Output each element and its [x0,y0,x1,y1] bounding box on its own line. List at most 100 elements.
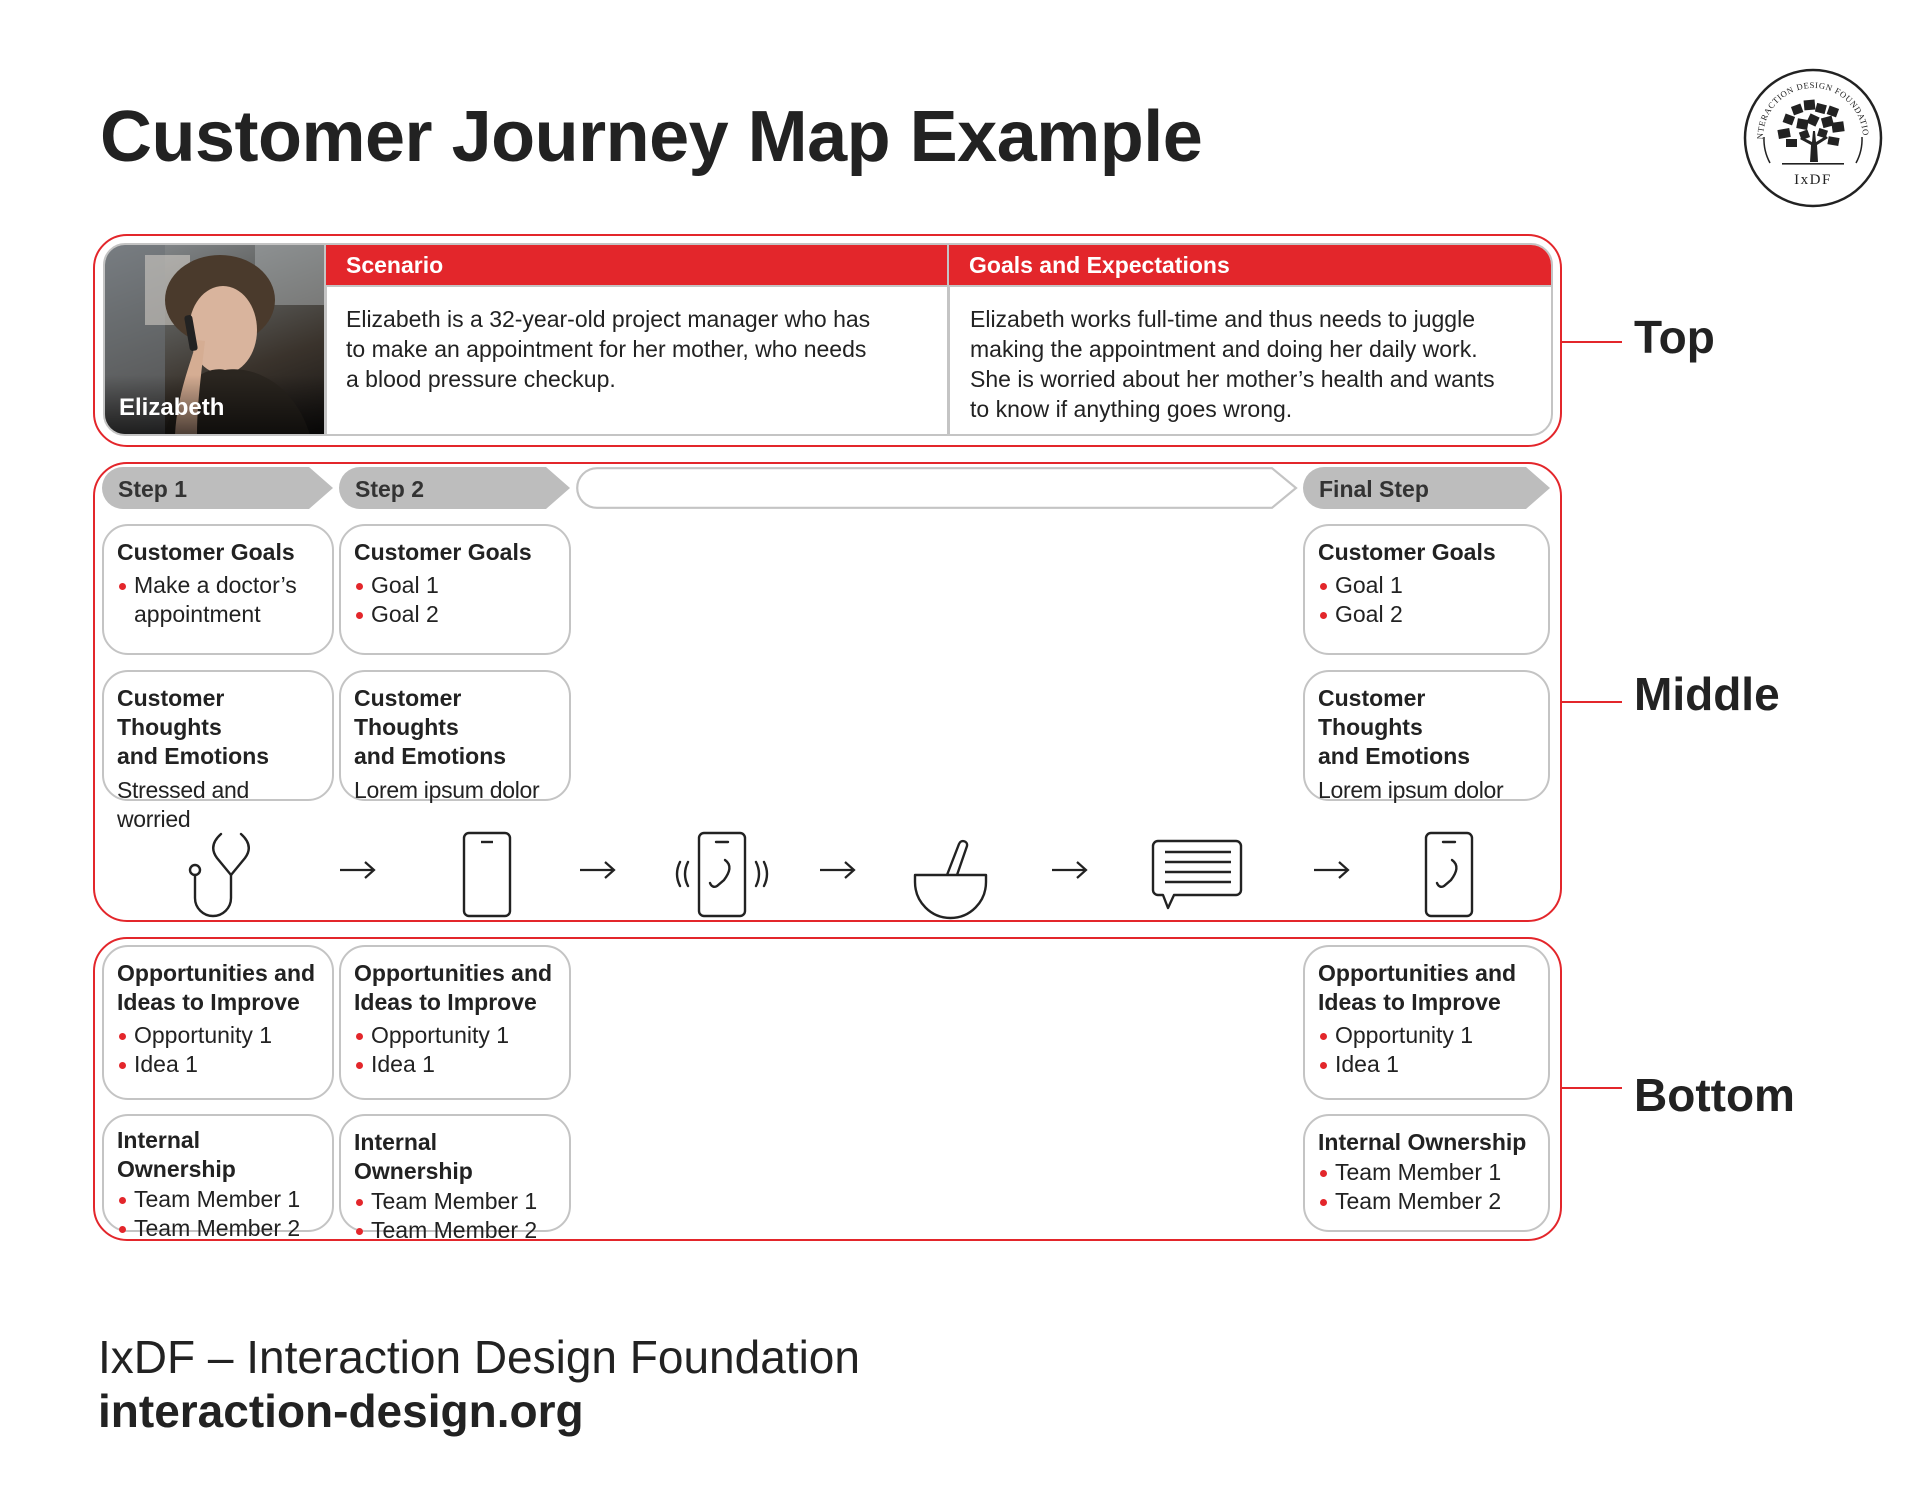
goals-expectations-header: Goals and Expectations [949,245,1551,285]
internal-ownership-card-final-step: Internal Ownership Team Member 1 Team Me… [1303,1114,1550,1232]
arrow-icon [580,861,616,879]
idea-item: Idea 1 [354,1050,556,1079]
thoughts-emotions-card-final-step: Customer Thoughts and Emotions Lorem ipsu… [1303,670,1550,803]
card-title: Internal Ownership [117,1127,236,1182]
idea-item: Idea 1 [117,1050,319,1079]
footer-website-link[interactable]: interaction-design.org [98,1385,584,1437]
ixdf-logo: INTERACTION DESIGN FOUNDATION IxDF [1742,67,1883,208]
bottom-section-frame [93,937,1562,1241]
scenario-text: Elizabeth is a 32-year-old project manag… [346,304,936,394]
card-title: Customer Thoughts and Emotions [354,684,556,771]
card-title-line: Opportunities and [117,960,316,986]
bottom-label: Bottom [1634,1069,1795,1121]
persona-card: Elizabeth Scenario Elizabeth is a 32-yea… [103,243,1553,436]
step-label: Step 2 [355,476,425,502]
card-title: Internal Ownership [1318,1129,1527,1155]
empty-steps-placeholder-arrow [576,467,1298,509]
step-2-arrow[interactable]: Step 2 [339,467,571,509]
opportunities-list: Opportunity 1 Idea 1 [354,1021,556,1079]
persona-photo: Elizabeth [105,245,324,434]
goal-item: Goal 2 [354,600,556,629]
final-step-arrow[interactable]: Final Step [1303,467,1551,509]
card-title: Customer Goals [354,539,532,565]
scenario-line: Elizabeth is a 32-year-old project manag… [346,306,871,332]
card-title: Internal Ownership [354,1129,473,1184]
card-title: Customer Thoughts and Emotions [1318,684,1535,771]
card-title-line: and Emotions [117,743,270,769]
goal-item: Make a doctor’s appointment [117,571,319,629]
goals-line: making the appointment and doing her dai… [970,336,1478,362]
arrow-icon [340,861,376,879]
scenario-header: Scenario [326,245,947,285]
customer-goals-card-final-step: Customer Goals Goal 1 Goal 2 [1303,524,1550,655]
goal-item: Goal 2 [1318,600,1535,629]
arrow-icon [820,861,856,879]
message-bubble-icon [1151,839,1243,910]
customer-goals-card-step-2: Customer Goals Goal 1 Goal 2 [339,524,571,655]
persona-name: Elizabeth [119,394,225,421]
arrow-icon [1314,861,1350,879]
top-label: Top [1634,311,1715,363]
card-title: Customer Goals [1318,539,1496,565]
opportunities-list: Opportunity 1 Idea 1 [1318,1021,1535,1079]
step-label: Step 1 [118,476,188,502]
card-title-line: Opportunities and [1318,960,1517,986]
step-1-arrow[interactable]: Step 1 [102,467,334,509]
opportunity-item: Opportunity 1 [1318,1021,1535,1050]
idea-item: Idea 1 [1318,1050,1535,1079]
owners-list: Team Member 1 Team Member 2 [117,1185,319,1243]
goals-list: Goal 1 Goal 2 [354,571,556,629]
thoughts-text: Lorem ipsum dolor [354,777,540,803]
thoughts-emotions-card-step-2: Customer Thoughts and Emotions Lorem ipsu… [339,670,571,803]
arrow-icon [1052,861,1088,879]
owner-item: Team Member 1 [117,1185,319,1214]
bottom-connector [1562,1087,1622,1089]
middle-section-frame [93,462,1562,922]
logo-mark: IxDF [1794,172,1832,188]
card-title-line: and Emotions [1318,743,1471,769]
thoughts-text: Lorem ipsum dolor [1318,777,1504,803]
goals-line: to know if anything goes wrong. [970,396,1293,422]
goals-line: Elizabeth works full-time and thus needs… [970,306,1476,332]
opportunity-item: Opportunity 1 [117,1021,319,1050]
goal-item: Goal 1 [354,571,556,600]
card-title-line: Customer Thoughts [354,685,462,740]
thoughts-text: Stressed and worried [117,777,249,832]
top-section-frame [93,234,1562,447]
scenario-line: to make an appointment for her mother, w… [346,336,867,362]
page-title: Customer Journey Map Example [100,97,1203,177]
step-label: Final Step [1319,476,1429,502]
smartphone-icon [462,831,512,918]
middle-connector [1562,701,1622,703]
owner-item: Team Member 2 [117,1214,319,1243]
owners-list: Team Member 1 Team Member 2 [1318,1158,1535,1216]
internal-ownership-card-step-2: Internal Ownership Team Member 1 Team Me… [339,1114,571,1243]
internal-ownership-card-step-1: Internal Ownership Team Member 1 Team Me… [102,1114,334,1241]
scenario-line: a blood pressure checkup. [346,366,616,392]
opportunity-item: Opportunity 1 [354,1021,556,1050]
owners-list: Team Member 1 Team Member 2 [354,1187,556,1245]
customer-goals-card-step-1: Customer Goals Make a doctor’s appointme… [102,524,334,655]
phone-call-icon [1424,831,1474,918]
goal-item: Goal 1 [1318,571,1535,600]
card-title-line: and Emotions [354,743,507,769]
owner-item: Team Member 2 [1318,1187,1535,1216]
owner-item: Team Member 1 [1318,1158,1535,1187]
card-title-line: Ideas to Improve [1318,989,1501,1015]
card-title-line: Opportunities and [354,960,553,986]
opportunities-list: Opportunity 1 Idea 1 [117,1021,319,1079]
card-title-line: Ideas to Improve [354,989,537,1015]
owner-item: Team Member 1 [354,1187,556,1216]
card-title-line: Customer Thoughts [1318,685,1426,740]
tree-of-books-icon [1777,99,1845,165]
goals-expectations-text: Elizabeth works full-time and thus needs… [970,304,1540,424]
ringing-phone-icon [675,831,769,918]
goals-line: She is worried about her mother’s health… [970,366,1495,392]
